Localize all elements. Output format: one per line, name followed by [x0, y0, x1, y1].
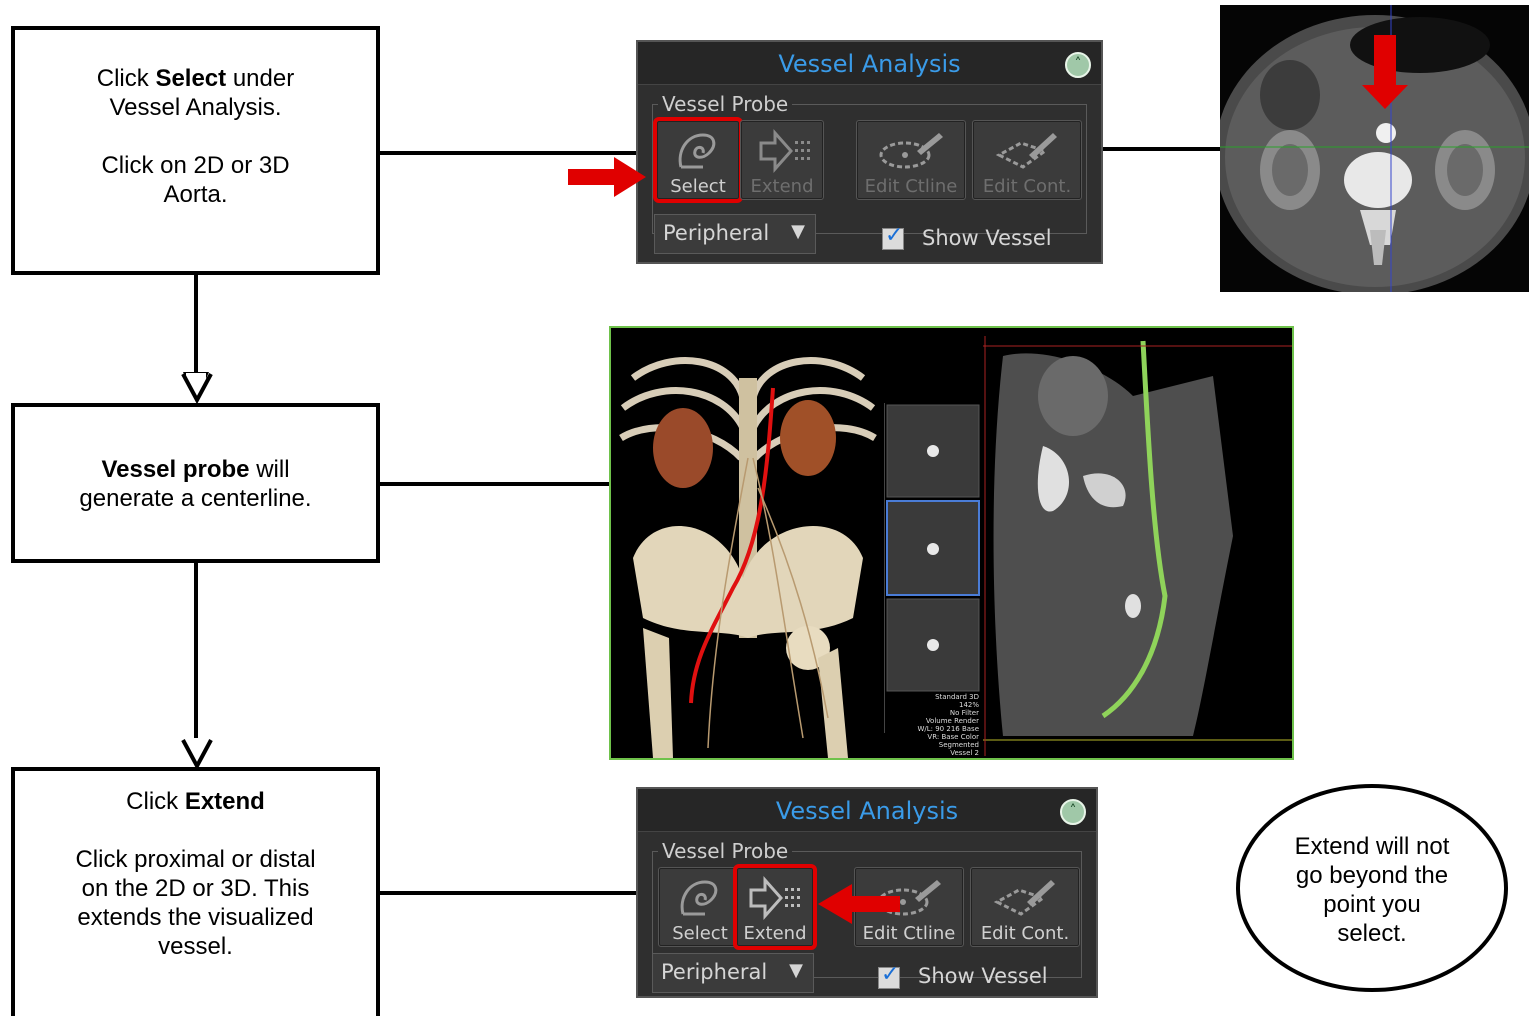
panel-header: Vessel Analysis ˄	[638, 42, 1101, 85]
extend-icon	[757, 129, 813, 173]
cross-section-panel: Standard 3D 142% No Filter Volume Render…	[884, 403, 980, 733]
step-text: Click Select under	[15, 64, 376, 93]
step-text: Click on 2D or 3D	[15, 151, 376, 180]
edit-cont-button[interactable]: Edit Cont.	[970, 867, 1080, 947]
extend-button[interactable]: Extend	[736, 867, 814, 947]
vessel-probe-group-label: Vessel Probe	[658, 92, 792, 116]
show-vessel-checkbox[interactable]: ✓	[882, 228, 904, 250]
connector-select-panel	[380, 151, 636, 155]
extend-icon	[747, 876, 803, 920]
step-box-select: Click Select under Vessel Analysis. Clic…	[11, 26, 380, 275]
panel-title: Vessel Analysis	[638, 50, 1101, 78]
select-label: Select	[657, 176, 739, 197]
check-icon: ✓	[881, 962, 899, 987]
viewer-overlay-text: Standard 3D 142% No Filter Volume Render…	[893, 693, 979, 757]
select-icon	[675, 876, 725, 920]
caret-down-icon: ▼	[789, 960, 803, 981]
ct-axial-graphic	[1220, 5, 1529, 292]
edit-cont-label: Edit Cont.	[973, 176, 1081, 197]
select-label: Select	[659, 923, 741, 944]
select-button[interactable]: Select	[658, 867, 742, 947]
arrowhead-down-1-chevron	[180, 372, 214, 404]
select-icon	[673, 129, 723, 173]
vessel-analysis-panel-top: Vessel Analysis ˄ Vessel Probe Select Ex…	[636, 40, 1103, 264]
step-box-vessel-probe: Vessel probe will generate a centerline.	[11, 403, 380, 563]
vessel-probe-group-label: Vessel Probe	[658, 839, 792, 863]
red-arrow-left-icon	[818, 884, 900, 924]
arrowhead-down-2-chevron	[180, 738, 214, 770]
step-text: Aorta.	[15, 180, 376, 209]
note-text: select.	[1240, 919, 1504, 948]
connector-down-1	[194, 275, 198, 385]
extend-label: Extend	[741, 176, 823, 197]
edit-ctline-label: Edit Ctline	[855, 923, 963, 944]
collapse-icon[interactable]: ˄	[1060, 799, 1086, 825]
red-arrow-right-icon	[568, 157, 646, 197]
show-vessel-label: Show Vessel	[918, 964, 1048, 988]
edit-cont-icon	[991, 876, 1061, 920]
note-text: go beyond the	[1240, 861, 1504, 890]
show-vessel-checkbox[interactable]: ✓	[878, 967, 900, 989]
volume-render-3d	[613, 338, 883, 758]
caret-down-icon: ▼	[791, 221, 805, 242]
show-vessel-label: Show Vessel	[922, 226, 1052, 250]
ct-axial-image	[1220, 5, 1529, 292]
step-box-extend: Click Extend Click proximal or distal on…	[11, 767, 380, 1016]
step-text: extends the visualized	[15, 903, 376, 932]
peripheral-dropdown[interactable]: Peripheral ▼	[652, 953, 814, 993]
connector-down-2	[194, 563, 198, 753]
step-text: vessel.	[15, 932, 376, 961]
step-text: Vessel probe will	[15, 455, 376, 484]
edit-ctline-button[interactable]: Edit Ctline	[856, 120, 966, 200]
curved-mpr-view	[983, 336, 1293, 756]
step-text: Vessel Analysis.	[15, 93, 376, 122]
edit-cont-icon	[993, 129, 1063, 173]
panel-title: Vessel Analysis	[638, 797, 1096, 825]
extend-label: Extend	[737, 923, 813, 944]
edit-ctline-icon	[877, 129, 947, 173]
step-text: Click Extend	[15, 787, 376, 816]
note-text: point you	[1240, 890, 1504, 919]
panel-header: Vessel Analysis ˄	[638, 789, 1096, 832]
step-text: on the 2D or 3D. This	[15, 874, 376, 903]
edit-ctline-label: Edit Ctline	[857, 176, 965, 197]
note-bubble: Extend will not go beyond the point you …	[1236, 784, 1508, 992]
connector-extend-panel	[380, 891, 636, 895]
edit-cont-button[interactable]: Edit Cont.	[972, 120, 1082, 200]
note-text: Extend will not	[1240, 832, 1504, 861]
peripheral-dropdown[interactable]: Peripheral ▼	[654, 214, 816, 254]
vessel-viewer: Standard 3D 142% No Filter Volume Render…	[609, 326, 1294, 760]
step-text: Click proximal or distal	[15, 845, 376, 874]
dropdown-value: Peripheral	[663, 221, 769, 245]
check-icon: ✓	[885, 223, 903, 248]
cross-section-thumbnails	[885, 403, 981, 733]
extend-button[interactable]: Extend	[740, 120, 824, 200]
edit-cont-label: Edit Cont.	[971, 923, 1079, 944]
collapse-icon[interactable]: ˄	[1065, 52, 1091, 78]
connector-probe-viewer	[380, 482, 609, 486]
select-button[interactable]: Select	[656, 120, 740, 200]
connector-panel-ct	[1102, 147, 1220, 151]
step-text: generate a centerline.	[15, 484, 376, 513]
dropdown-value: Peripheral	[661, 960, 767, 984]
